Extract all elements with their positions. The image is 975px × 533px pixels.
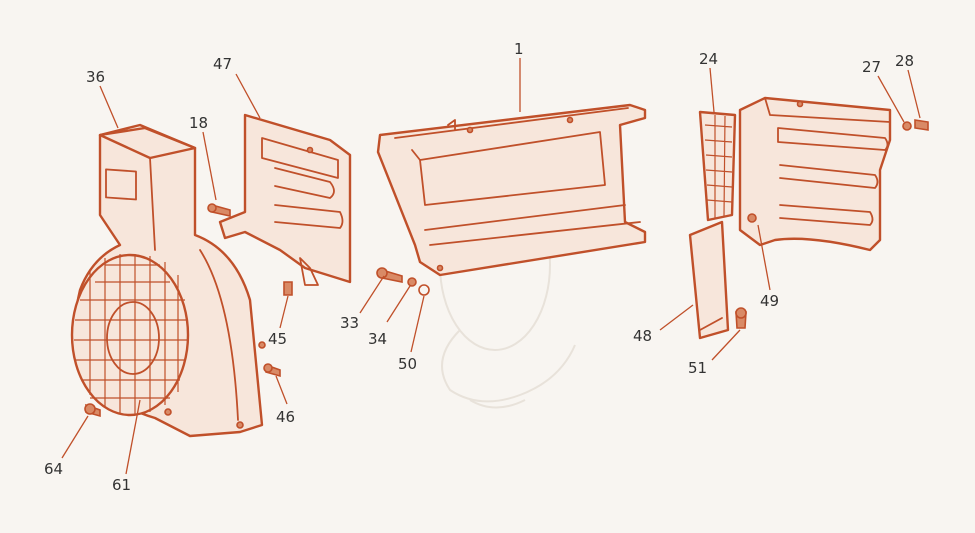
fastener-45 <box>283 281 293 296</box>
fastener-51 <box>735 307 747 329</box>
callout-47: 47 <box>213 55 232 73</box>
callout-49: 49 <box>760 292 779 310</box>
main-cover-tray <box>376 103 647 277</box>
right-side-shroud <box>738 96 892 252</box>
callout-45: 45 <box>268 330 287 348</box>
lower-cover-plate <box>688 220 730 340</box>
callout-33: 33 <box>340 314 359 332</box>
callout-46: 46 <box>276 408 295 426</box>
housing-grille <box>74 254 188 414</box>
washer-34 <box>407 277 417 287</box>
leader-lines <box>61 58 921 475</box>
callout-61: 61 <box>112 476 131 494</box>
callout-51: 51 <box>688 359 707 377</box>
mesh-screen <box>698 110 737 222</box>
fastener-46 <box>263 363 281 378</box>
washer-50 <box>418 284 430 296</box>
fastener-64 <box>84 403 101 418</box>
callout-27: 27 <box>862 58 881 76</box>
fastener-33 <box>376 267 403 283</box>
callout-48: 48 <box>633 327 652 345</box>
callout-64: 64 <box>44 460 63 478</box>
fastener-18 <box>207 203 231 217</box>
callout-36: 36 <box>86 68 105 86</box>
side-shroud <box>218 113 352 286</box>
fastener-28 <box>914 119 929 131</box>
callout-34: 34 <box>368 330 387 348</box>
callout-50: 50 <box>398 355 417 373</box>
callout-labels: 1 18 24 27 28 33 34 36 45 46 47 48 49 50… <box>44 40 914 494</box>
washer-27 <box>902 121 912 131</box>
callout-24: 24 <box>699 50 718 68</box>
callout-18: 18 <box>189 114 208 132</box>
callout-28: 28 <box>895 52 914 70</box>
blower-housing <box>70 123 266 438</box>
callout-1: 1 <box>514 40 524 58</box>
